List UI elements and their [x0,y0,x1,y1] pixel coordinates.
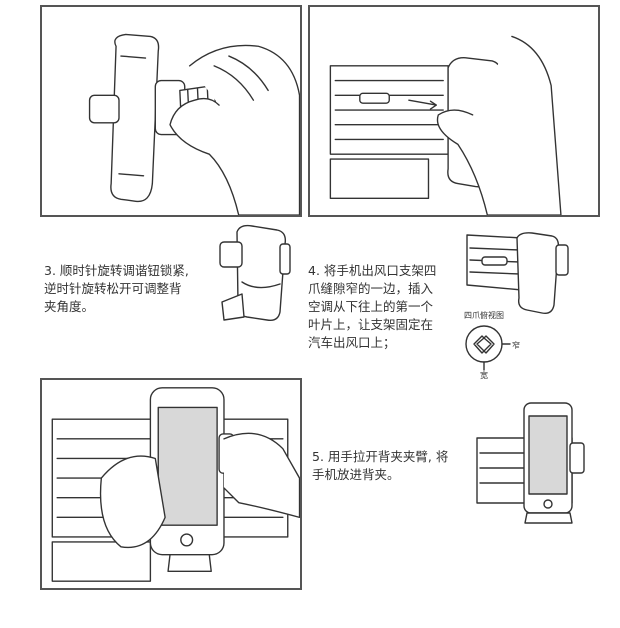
illustration-place-phone [40,378,302,590]
step-5-line-2: 手机放进背夹。 [312,467,400,482]
wide-label: 宽 [480,371,488,380]
step-4-line-4: 叶片上，让支架固定在 [308,317,434,332]
step-5-instruction: 5. 用手拉开背夹夹臂, 将 手机放进背夹。 [312,448,482,484]
step-5-line-1: 5. 用手拉开背夹夹臂, 将 [312,449,449,464]
step-4-line-5: 汽车出风口上； [308,335,396,350]
illustration-insert-vent [308,5,600,217]
step-4-line-2: 爪缝隙窄的一边，插入 [308,281,434,296]
step-4-line-3: 空调从下往上的第一个 [308,299,434,314]
illustration-holder-side [212,222,292,327]
step-4-line-1: 4. 将手机出风口支架四 [308,263,437,278]
step-3-line-2: 逆时针旋转松开可调整背 [44,281,182,296]
narrow-label: 窄 [512,341,520,350]
step-4-instruction: 4. 将手机出风口支架四 爪缝隙窄的一边，插入 空调从下往上的第一个 叶片上，让… [308,262,458,352]
illustration-phone-in-holder [472,398,590,528]
step-3-line-3: 夹角度。 [44,299,95,314]
step-3-line-1: 3. 顺时针旋转调谐钮锁紧, [44,263,189,278]
claw-top-view-diagram [462,322,512,372]
illustration-holder-on-vent [462,230,570,318]
illustration-rotate-knob [40,5,302,217]
step-3-instruction: 3. 顺时针旋转调谐钮锁紧, 逆时针旋转松开可调整背 夹角度。 [44,262,224,316]
claw-top-view-title: 四爪俯视图 [464,311,504,320]
